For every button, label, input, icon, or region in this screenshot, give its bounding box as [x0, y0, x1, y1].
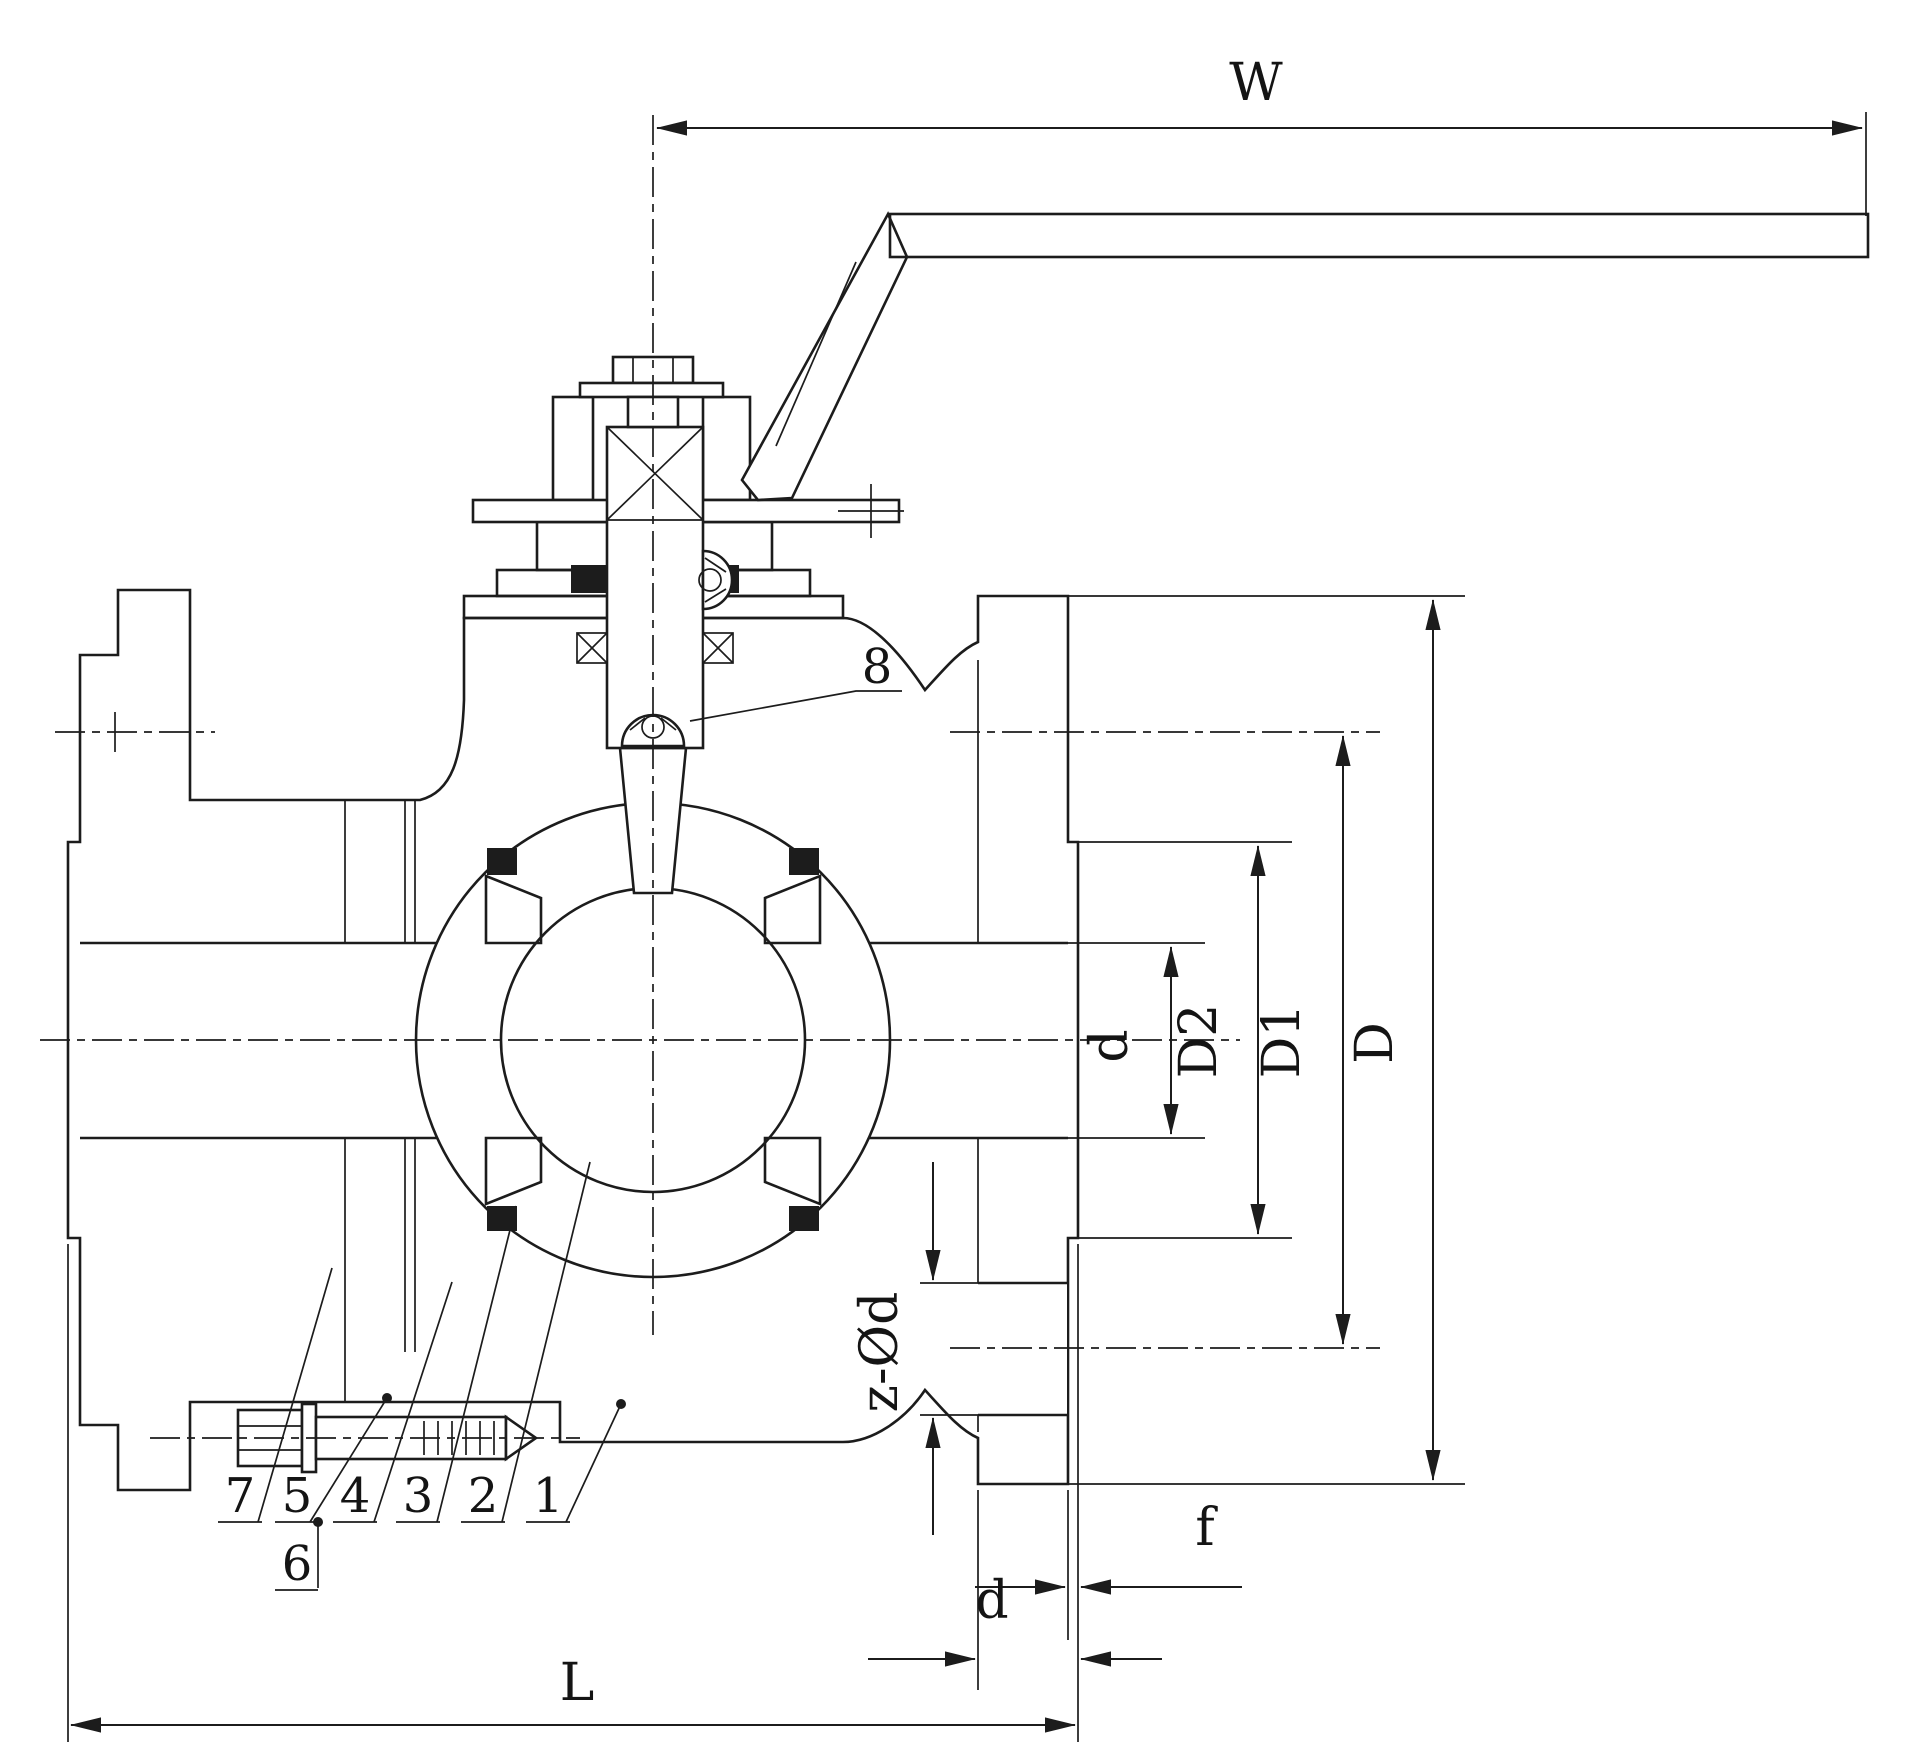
part-callouts: 8 7 5 4 3 2 1 6: [218, 639, 902, 1592]
seat-retainer-upper-left: [487, 848, 517, 875]
seat-retainer-lower-right: [789, 1206, 819, 1231]
body-section: [66, 588, 1080, 1492]
callout-8: 8: [689, 639, 902, 722]
label-d2: D2: [1169, 1004, 1229, 1079]
leader-7: [257, 1267, 333, 1523]
part-number-1: 1: [533, 1468, 564, 1524]
nut-facets: [632, 357, 674, 383]
dim-bore: d: [1068, 942, 1205, 1139]
centerlines: [40, 115, 1380, 1439]
bolt-head-facets: [238, 1425, 302, 1451]
leader-3: [436, 1205, 517, 1523]
handle-arm-inner-line: [775, 261, 857, 447]
seat-retainer-upper-right: [789, 848, 819, 875]
part-number-2: 2: [468, 1468, 499, 1524]
seat-ring-lower-right: [763, 1136, 822, 1206]
part-number-3: 3: [403, 1468, 434, 1524]
dim-bolt-circle: D1: [1252, 735, 1351, 1345]
leader-dot-1: [616, 1399, 626, 1409]
stem: [605, 425, 705, 750]
part-number-4: 4: [340, 1468, 371, 1524]
seat-ring-upper-left: [484, 874, 543, 945]
handle: [740, 211, 1870, 502]
body-joint-lines: [404, 800, 416, 1352]
dim-flange-thickness: d: [868, 1490, 1162, 1690]
leader-2: [501, 1161, 591, 1523]
label-d1: D1: [1252, 1004, 1312, 1079]
part-number-8: 8: [862, 639, 893, 695]
label-f: f: [1195, 1498, 1218, 1558]
dim-face-height: f: [975, 1244, 1242, 1742]
dim-bolt-holes: z-Ød: [850, 1162, 978, 1535]
label-d-flange: d: [975, 1571, 1008, 1631]
packing-left: [576, 632, 608, 664]
flange-bolt-hole: [979, 1284, 1067, 1414]
seat-ring-lower-left: [484, 1136, 543, 1206]
dimensions: W d D2 D1 D: [67, 53, 1867, 1742]
seal-ring-left: [571, 565, 607, 593]
label-d-outer: D: [1345, 1022, 1405, 1064]
seat-ring-upper-right: [763, 874, 822, 945]
dim-flange-od: D: [1068, 595, 1465, 1485]
thrust-seal-upper: [698, 549, 734, 611]
label-z-od: z-Ød: [850, 1292, 910, 1413]
leader-dot-5: [382, 1393, 392, 1403]
part-number-6: 6: [282, 1536, 313, 1592]
stem-washer: [578, 381, 725, 399]
part-number-7: 7: [225, 1468, 256, 1524]
handle-bar: [888, 212, 1870, 259]
stem-square-section: [606, 426, 704, 521]
part-underlines: [218, 1521, 570, 1591]
dim-handle-width: W: [656, 53, 1867, 216]
leader-5: [309, 1397, 388, 1523]
leader-1: [565, 1403, 622, 1523]
leader-4: [373, 1281, 453, 1523]
dim-face-to-face: L: [67, 1244, 1076, 1742]
part-number-5: 5: [282, 1468, 313, 1524]
packing-right: [702, 632, 734, 664]
dim-raised-face: D2: [1068, 841, 1292, 1239]
label-d-bore: d: [1080, 1029, 1140, 1062]
label-l: L: [560, 1653, 595, 1713]
label-w: W: [1229, 53, 1283, 113]
